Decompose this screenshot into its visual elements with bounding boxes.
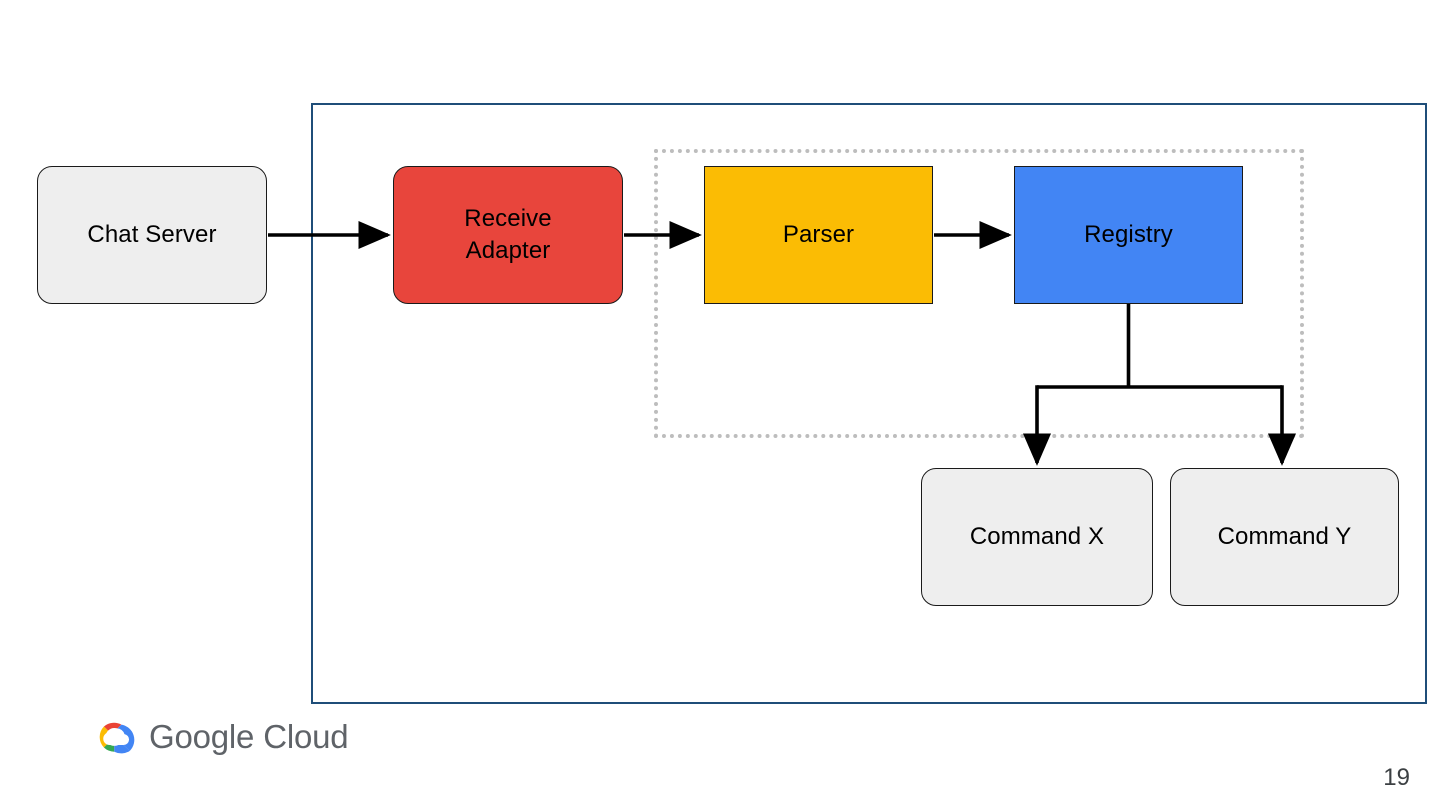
google-cloud-lockup: Google Cloud <box>95 718 349 756</box>
node-receive-adapter[interactable]: Receive Adapter <box>393 166 623 304</box>
node-command-x[interactable]: Command X <box>921 468 1153 606</box>
wordmark-google: Google <box>149 718 255 755</box>
dotted-group-region <box>654 149 1304 438</box>
google-cloud-wordmark: Google Cloud <box>149 718 349 756</box>
node-command-y[interactable]: Command Y <box>1170 468 1399 606</box>
node-chat-server[interactable]: Chat Server <box>37 166 267 304</box>
google-cloud-logo-icon <box>95 718 137 756</box>
node-parser[interactable]: Parser <box>704 166 933 304</box>
wordmark-cloud: Cloud <box>263 718 349 755</box>
page-number: 19 <box>1383 764 1410 791</box>
system-boundary-container <box>311 103 1427 704</box>
node-registry[interactable]: Registry <box>1014 166 1243 304</box>
